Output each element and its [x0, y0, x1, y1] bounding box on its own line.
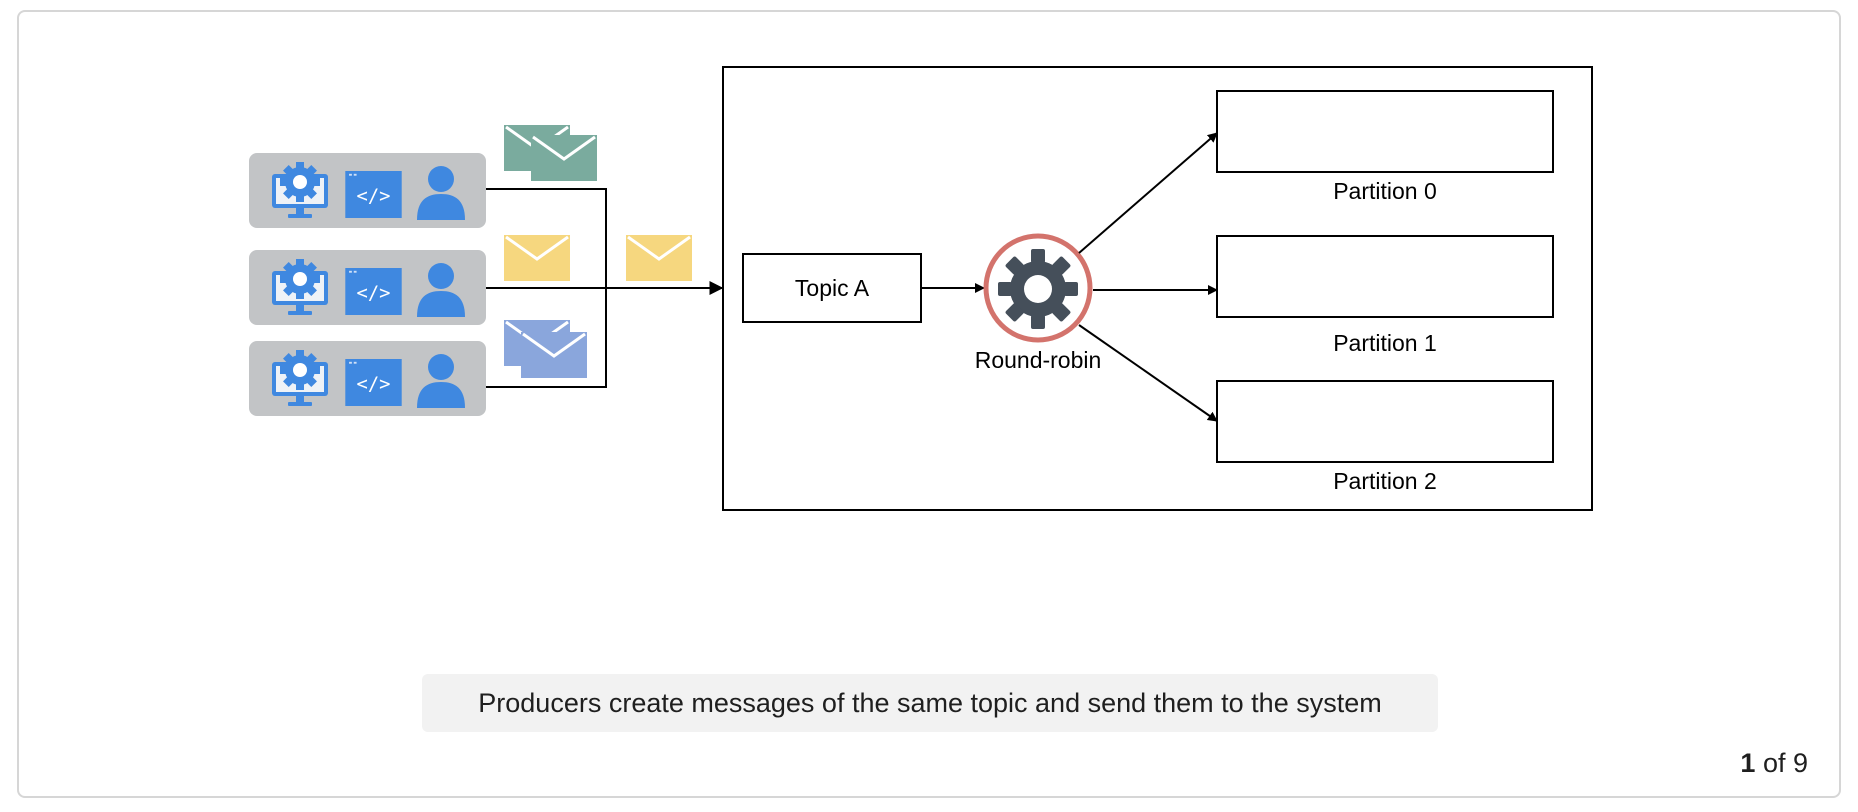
slide-caption: Producers create messages of the same to…	[422, 674, 1438, 732]
producer-row-1	[249, 250, 486, 325]
slide-pager: 1 of 9	[1740, 748, 1808, 779]
partition-arrows	[1078, 132, 1218, 422]
dispatcher-label: Round-robin	[975, 347, 1102, 373]
message-envelopes-blue-icon	[504, 320, 587, 378]
partition-2-label: Partition 2	[1333, 468, 1437, 494]
partition-0-label: Partition 0	[1333, 178, 1437, 204]
producer-connectors	[486, 188, 724, 388]
partition-1-box	[1216, 235, 1554, 318]
topic-label: Topic A	[795, 275, 870, 301]
partition-2-box	[1216, 380, 1554, 463]
pager-total: of 9	[1762, 748, 1808, 778]
system-container	[722, 66, 1593, 511]
code-window-icon	[345, 268, 402, 315]
producer-row-2	[249, 341, 486, 416]
pager-current: 1	[1740, 748, 1756, 778]
round-robin-gear-icon	[983, 233, 1093, 343]
message-envelopes-green-icon	[504, 125, 597, 181]
code-window-icon	[345, 171, 402, 218]
producer-row-0	[249, 153, 486, 228]
message-envelope-yellow-icon	[504, 235, 570, 281]
message-envelope-yellow-moving-icon	[626, 235, 692, 281]
partition-1-label: Partition 1	[1333, 330, 1437, 356]
code-window-icon	[345, 359, 402, 406]
partition-0-box	[1216, 90, 1554, 173]
topic-box	[742, 253, 922, 323]
